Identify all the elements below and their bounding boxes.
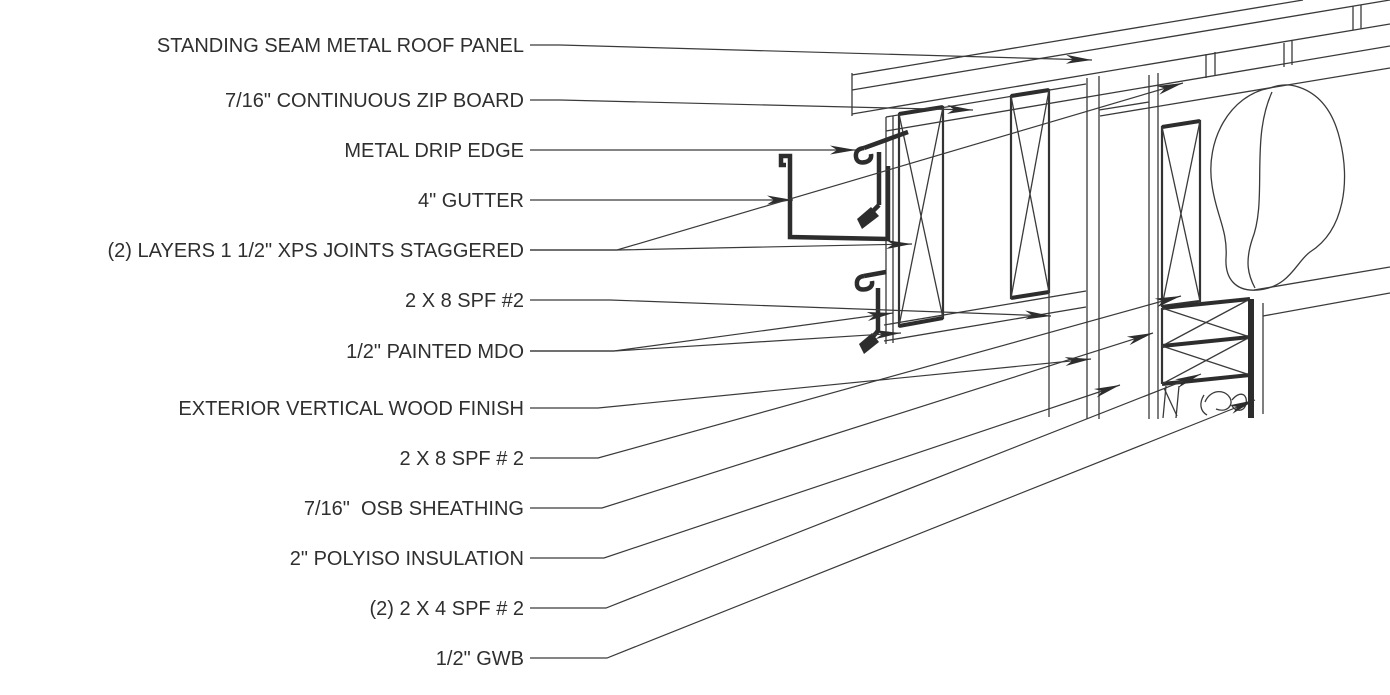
leader-line-4 — [530, 243, 913, 251]
leader-line-7 — [530, 358, 1092, 409]
xps-layer-joint-line — [851, 23, 1390, 115]
leader-arrowhead-9 — [1126, 333, 1153, 346]
leader-line-5 — [530, 299, 1052, 317]
callout-label-0: STANDING SEAM METAL ROOF PANEL — [157, 35, 524, 57]
gutter-profile — [778, 153, 891, 242]
eave-blocking-2x8-b — [1009, 88, 1051, 300]
callout-label-7: EXTERIOR VERTICAL WOOD FINISH — [178, 398, 524, 420]
rafter-ceiling-line — [1099, 67, 1390, 117]
soffit-line-lower — [883, 306, 1087, 342]
zip-board-line — [885, 45, 1390, 132]
leader-line-12 — [530, 399, 1256, 659]
leader-arrowhead-6 — [874, 330, 901, 340]
xps-joint-ticks — [1205, 5, 1362, 78]
metal-drip-edge-upper — [853, 129, 909, 229]
roof-panel-bottom-line — [851, 0, 1390, 91]
leader-arrowhead-4 — [1156, 83, 1183, 95]
roof-panel-assembly — [851, 0, 1390, 132]
leader-line-4 — [530, 82, 1184, 251]
wall-stud-below-plate — [1162, 385, 1180, 419]
fascia-soffit-assembly — [883, 83, 1087, 417]
leader-line-6 — [530, 332, 902, 352]
leader-arrowhead-8 — [1154, 296, 1181, 308]
leader-line-11 — [530, 373, 1202, 609]
callout-label-3: 4" GUTTER — [418, 190, 524, 212]
wall-assembly — [1086, 73, 1390, 419]
callout-label-4: (2) LAYERS 1 1/2" XPS JOINTS STAGGERED — [108, 240, 524, 262]
callout-label-9: 7/16" OSB SHEATHING — [304, 498, 524, 520]
callout-label-5: 2 X 8 SPF #2 — [405, 290, 524, 312]
callout-label-12: 1/2" GWB — [436, 648, 524, 670]
callout-label-6: 1/2" PAINTED MDO — [346, 341, 524, 363]
leader-line-1 — [530, 99, 974, 111]
leader-line-10 — [530, 384, 1121, 559]
leader-arrowhead-12 — [1229, 400, 1255, 414]
leader-arrowhead-3 — [767, 195, 793, 205]
leader-line-8 — [530, 295, 1182, 459]
roof-panel-top-line — [851, 0, 1304, 76]
callout-label-1: 7/16" CONTINUOUS ZIP BOARD — [225, 90, 524, 112]
leader-arrowhead-5 — [1024, 310, 1051, 320]
callouts-group: STANDING SEAM METAL ROOF PANEL 7/16" CONT… — [108, 35, 1256, 670]
callout-label-10: 2" POLYISO INSULATION — [290, 548, 524, 570]
leader-arrowhead-0 — [1065, 54, 1092, 64]
leader-arrowhead-2 — [830, 145, 856, 155]
leader-arrowhead-10 — [1093, 385, 1120, 398]
wall-blocking-2x8 — [1160, 119, 1202, 308]
ceiling-line-upper — [1253, 266, 1390, 291]
callout-label-8: 2 X 8 SPF # 2 — [399, 448, 524, 470]
drip-edge-hem-lower — [859, 333, 879, 354]
callout-label-11: (2) 2 X 4 SPF # 2 — [369, 598, 524, 620]
insulation-blob-inner-curve — [1247, 91, 1273, 289]
eave-blocking-2x8-a — [897, 105, 945, 328]
metal-drip-edge-lower — [854, 269, 887, 354]
callout-label-2: METAL DRIP EDGE — [344, 140, 524, 162]
leader-arrowhead-6 — [866, 312, 893, 321]
leader-arrowhead-1 — [946, 104, 973, 114]
insulation-blob-outline — [1210, 84, 1346, 291]
polyiso-top-edge — [1098, 101, 1150, 111]
leader-line-0 — [530, 44, 1093, 61]
soffit-line-upper — [883, 290, 1087, 326]
ceiling-line-lower — [1262, 292, 1390, 317]
leader-arrowhead-4 — [885, 240, 912, 250]
gutter — [778, 153, 891, 242]
drip-edge-hem-upper — [857, 207, 879, 229]
leader-arrowhead-11 — [1175, 374, 1201, 388]
double-top-plate — [1160, 297, 1252, 386]
leader-line-9 — [530, 332, 1154, 509]
